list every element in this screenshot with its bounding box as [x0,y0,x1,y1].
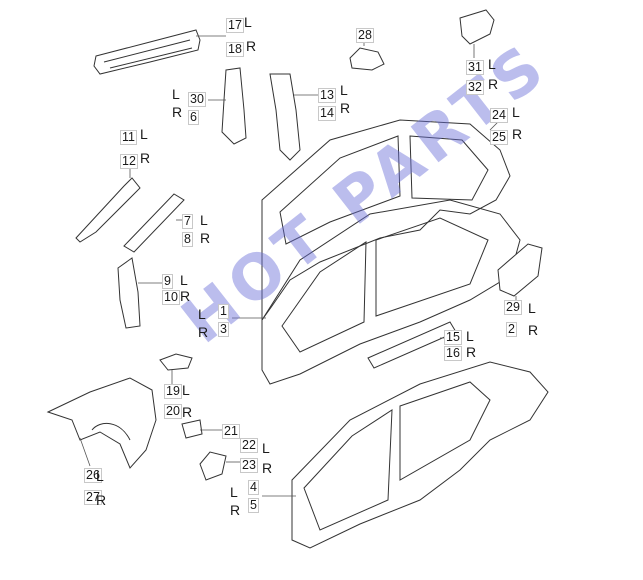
callout-side-27: R [96,492,107,508]
callout-side-4: L [230,484,238,500]
part-b-pillar [269,73,301,161]
callout-side-9: L [180,272,188,288]
part-mirror-bracket [459,9,495,45]
part-clip [181,419,203,439]
callout-number-16: 16 [444,346,462,361]
callout-side-6: R [172,104,183,120]
callout-number-23: 23 [240,458,258,473]
callout-number-31: 31 [466,60,484,75]
part-latch [349,47,385,71]
part-a-pillar-inner [221,67,247,145]
part-front-fender [46,377,157,469]
part-lower-bracket [199,451,227,481]
callout-number-7: 7 [182,214,193,229]
callout-side-10: R [180,288,191,304]
callout-side-15: L [466,328,474,344]
callout-number-14: 14 [318,106,336,121]
callout-number-27: 27 [84,490,102,505]
callout-number-19: 19 [164,384,182,399]
callout-side-19: L [182,382,190,398]
callout-number-5: 5 [248,498,259,513]
callout-number-15: 15 [444,330,462,345]
callout-number-3: 3 [218,322,229,337]
callout-side-17: L [244,14,252,30]
callout-number-26: 26 [84,468,102,483]
callout-side-18: R [246,38,257,54]
callout-number-13: 13 [318,88,336,103]
part-hinge-pillar [117,257,141,329]
callout-side-29: L [528,300,536,316]
callout-side-16: R [466,344,477,360]
part-roof-rail-reinforcement [93,29,201,75]
callout-number-9: 9 [162,274,173,289]
part-body-side-middle [261,199,521,385]
part-body-side-upper [261,119,511,322]
callout-side-2: R [528,322,539,338]
part-sill-reinforcement [367,321,457,369]
callout-side-7: L [200,212,208,228]
callout-number-6: 6 [188,110,199,125]
callout-number-8: 8 [182,232,193,247]
callout-number-30: 30 [188,92,206,107]
callout-number-25: 25 [490,130,508,145]
part-rail [123,193,185,253]
callout-number-10: 10 [162,290,180,305]
callout-number-17: 17 [226,18,244,33]
callout-side-5: R [230,502,241,518]
callout-side-14: R [340,100,351,116]
callout-side-24: L [512,104,520,120]
callout-side-20: R [182,404,193,420]
part-body-side-lower [291,361,549,549]
callout-number-32: 32 [466,80,484,95]
callout-number-21: 21 [222,424,240,439]
callout-number-28: 28 [356,28,374,43]
callout-side-23: R [262,460,273,476]
callout-number-1: 1 [218,304,229,319]
callout-number-4: 4 [248,480,259,495]
callout-number-22: 22 [240,438,258,453]
callout-side-25: R [512,126,523,142]
callout-side-31: L [488,56,496,72]
callout-number-11: 11 [120,130,137,145]
callout-number-20: 20 [164,404,182,419]
callout-side-26: L [96,468,104,484]
callout-side-22: L [262,440,270,456]
callout-side-1: L [198,306,206,322]
callout-side-32: R [488,76,499,92]
callout-side-3: R [198,324,209,340]
callout-side-30: L [172,86,180,102]
callout-number-2: 2 [506,322,517,337]
callout-number-29: 29 [504,300,522,315]
part-small-bracket [159,353,193,371]
callout-side-8: R [200,230,211,246]
part-front-pillar-extension [75,177,141,243]
callout-side-12: R [140,150,151,166]
part-quarter-reinforcement [497,243,543,297]
callout-number-24: 24 [490,108,508,123]
callout-side-13: L [340,82,348,98]
callout-number-18: 18 [226,42,244,57]
callout-side-11: L [140,126,148,142]
callout-number-12: 12 [120,154,138,169]
